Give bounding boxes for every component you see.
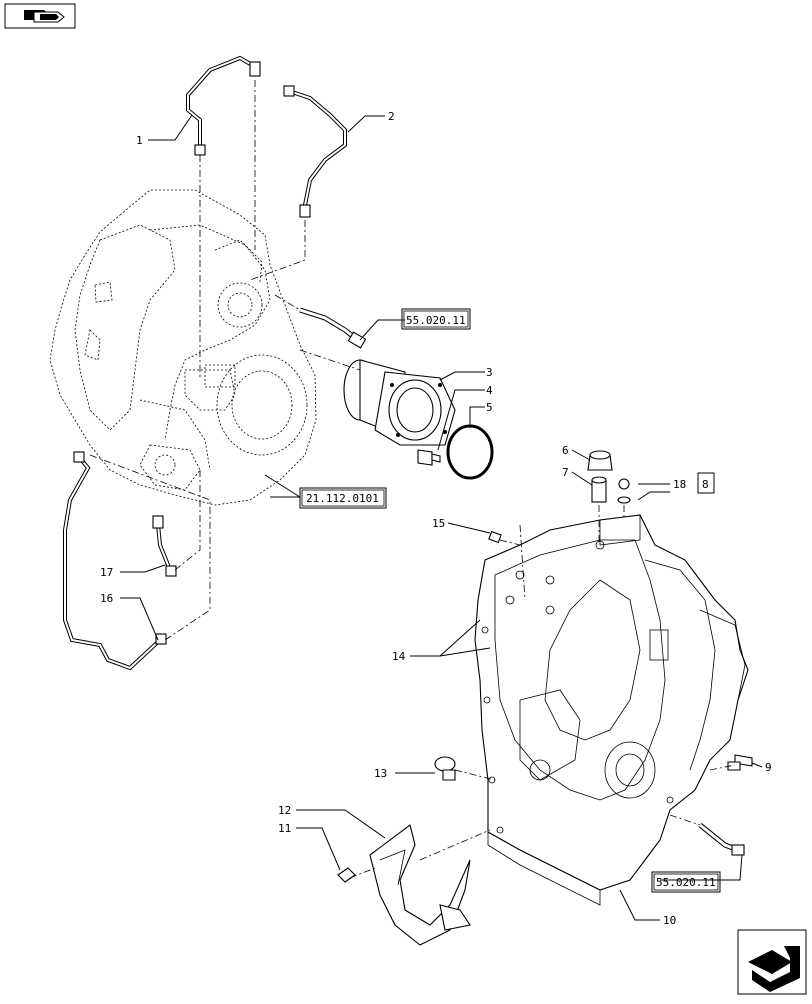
ref-box-55-020-11-bottom[interactable]: 55.020.11 xyxy=(651,871,721,893)
callout-10: 10 xyxy=(663,914,676,927)
callout-8: 8 xyxy=(702,478,709,491)
sensor-connector xyxy=(299,307,367,349)
callout-1: 1 xyxy=(136,134,143,147)
ref-link-21-112-0101[interactable]: 21.112.0101 xyxy=(306,492,379,505)
callout-13: 13 xyxy=(374,767,387,780)
nut-18 xyxy=(617,478,631,504)
callout-5: 5 xyxy=(486,401,493,414)
sensor-right xyxy=(698,823,745,856)
pipe-2 xyxy=(283,85,347,218)
o-ring-5 xyxy=(446,424,494,480)
ref-box-21-112-0101[interactable]: 21.112.0101 xyxy=(299,487,387,509)
callout-14: 14 xyxy=(392,650,406,663)
ref-link-55-020-11-top[interactable]: 55.020.11 xyxy=(406,314,466,327)
transmission-housing-left xyxy=(49,189,317,506)
callout-2: 2 xyxy=(388,110,395,123)
callout-labels: 1 2 3 4 5 6 7 18 15 14 13 9 12 11 10 17 … xyxy=(100,110,772,927)
bolt-11 xyxy=(337,867,356,883)
plug-15 xyxy=(488,530,502,544)
cap-6 xyxy=(587,450,613,471)
leader-lines xyxy=(120,114,763,921)
callout-9: 9 xyxy=(765,761,772,774)
pipe-17 xyxy=(152,515,177,577)
bearing-housing-3 xyxy=(343,359,456,446)
bolt-9 xyxy=(727,754,753,771)
callout-8-box: 8 xyxy=(697,472,715,494)
ref-link-55-020-11-bottom[interactable]: 55.020.11 xyxy=(656,876,716,889)
shield-12 xyxy=(369,824,471,946)
callout-12: 12 xyxy=(278,804,291,817)
callout-7: 7 xyxy=(562,466,569,479)
book-icon[interactable] xyxy=(4,3,76,29)
callout-6: 6 xyxy=(562,444,569,457)
callout-11: 11 xyxy=(278,822,291,835)
callout-16: 16 xyxy=(100,592,113,605)
callout-4: 4 xyxy=(486,384,493,397)
plug-13 xyxy=(434,756,456,781)
pipe-16 xyxy=(63,451,167,671)
callout-18: 18 xyxy=(673,478,686,491)
callout-3: 3 xyxy=(486,366,493,379)
transmission-housing-right xyxy=(474,514,749,906)
ref-box-55-020-11-top[interactable]: 55.020.11 xyxy=(401,308,471,330)
callout-15: 15 xyxy=(432,517,445,530)
callout-17: 17 xyxy=(100,566,113,579)
bolt-4 xyxy=(417,449,441,466)
pipe-1 xyxy=(186,55,261,156)
next-page-arrow-icon[interactable] xyxy=(737,929,807,995)
pin-7 xyxy=(591,476,607,503)
